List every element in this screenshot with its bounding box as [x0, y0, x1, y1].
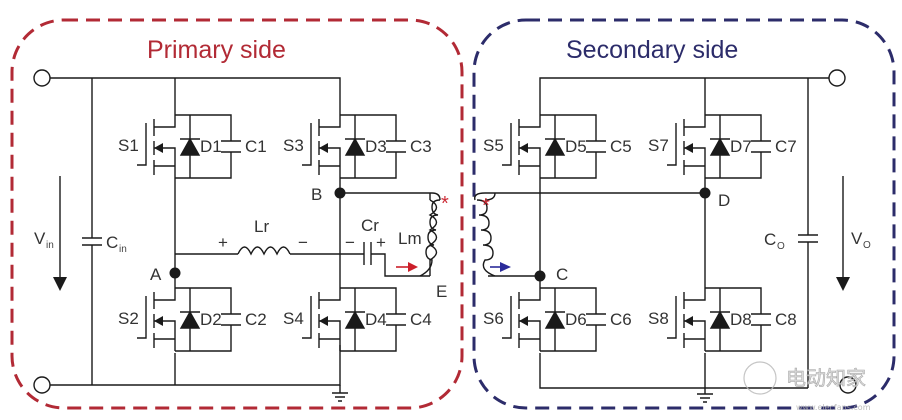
diode-icon — [179, 310, 201, 329]
switch-cell: S7 D7 C7 — [648, 114, 797, 179]
secondary-top-rail — [539, 77, 829, 115]
switch-cell: S4 D4 C4 — [283, 287, 432, 352]
input-voltage-subscript: in — [46, 240, 54, 251]
secondary-ground-icon — [697, 388, 713, 403]
mosfet-icon — [502, 288, 541, 351]
snubber-capacitor-label: C4 — [410, 310, 432, 329]
secondary-dot-marker: * — [482, 195, 490, 217]
snubber-capacitor-label: C8 — [775, 310, 797, 329]
watermark-url: www.elecfans.com — [796, 403, 871, 412]
watermark: 电动知家 www.elecfans.com — [743, 361, 871, 412]
secondary-side-boundary — [472, 18, 896, 410]
input-capacitor-label: C — [106, 233, 118, 252]
output-capacitor-label: C — [764, 230, 776, 249]
watermark-text: 电动知家 — [786, 366, 866, 390]
input-capacitor — [82, 78, 102, 385]
node-a-label: A — [150, 265, 162, 284]
mosfet-icon — [502, 115, 541, 178]
resonant-inductor-minus: − — [298, 233, 308, 252]
resonant-capacitor-plus: + — [376, 233, 386, 252]
diode-label: D1 — [200, 137, 222, 156]
switch-cell: S8 D8 C8 — [648, 287, 797, 352]
input-capacitor-subscript: in — [119, 244, 127, 255]
node-d — [699, 187, 711, 199]
switch-cell: S5 D5 C5 — [483, 114, 632, 179]
diode-icon — [344, 310, 366, 329]
diode-label: D3 — [365, 137, 387, 156]
diode-label: D5 — [565, 137, 587, 156]
diode-icon — [709, 137, 731, 156]
diode-label: D7 — [730, 137, 752, 156]
resonant-capacitor — [363, 242, 372, 265]
input-voltage-label: V — [34, 229, 46, 248]
primary-current-arrow — [396, 262, 418, 272]
diode-icon — [344, 137, 366, 156]
resonant-capacitor-label: Cr — [361, 216, 379, 235]
magnetizing-inductor — [428, 199, 438, 261]
primary-dot-marker: * — [441, 193, 449, 215]
resonant-inductor-plus: + — [218, 233, 228, 252]
diode-label: D2 — [200, 310, 222, 329]
mosfet-icon — [667, 288, 706, 351]
output-capacitor-subscript: O — [777, 241, 785, 252]
output-terminal-negative — [839, 376, 857, 394]
mosfet-icon — [137, 115, 176, 178]
snubber-capacitor-label: C7 — [775, 137, 797, 156]
secondary-bottom-rail — [539, 353, 808, 389]
switch-label: S4 — [283, 309, 304, 328]
mosfet-icon — [302, 288, 341, 351]
switch-label: S7 — [648, 136, 669, 155]
snubber-capacitor-label: C5 — [610, 137, 632, 156]
secondary-current-arrow — [490, 262, 511, 272]
input-terminal-positive — [33, 69, 51, 87]
diode-icon — [709, 310, 731, 329]
diode-icon — [179, 137, 201, 156]
primary-ground-icon — [332, 385, 348, 402]
switch-label: S3 — [283, 136, 304, 155]
switch-cell: S1 D1 C1 — [118, 114, 267, 179]
node-e-label: E — [436, 282, 447, 301]
resonant-inductor — [237, 246, 291, 256]
switch-cell: S3 D3 C3 — [283, 114, 432, 179]
transformer-secondary-winding — [474, 192, 496, 277]
node-a — [169, 267, 181, 279]
diode-icon — [544, 137, 566, 156]
input-terminal-negative — [33, 376, 51, 394]
snubber-capacitor-label: C2 — [245, 310, 267, 329]
output-capacitor — [798, 78, 818, 388]
switch-label: S2 — [118, 309, 139, 328]
resonant-inductor-label: Lr — [254, 217, 269, 236]
node-b-label: B — [311, 185, 322, 204]
node-c — [534, 270, 546, 282]
mosfet-icon — [137, 288, 176, 351]
switch-label: S6 — [483, 309, 504, 328]
primary-top-rail — [50, 77, 341, 115]
magnetizing-inductor-label: Lm — [398, 229, 422, 248]
snubber-capacitor-label: C6 — [610, 310, 632, 329]
transformer-primary-winding — [419, 199, 441, 277]
output-voltage-subscript: O — [863, 240, 871, 251]
node-c-label: C — [556, 265, 568, 284]
switch-label: S5 — [483, 136, 504, 155]
switch-label: S8 — [648, 309, 669, 328]
snubber-capacitor-label: C1 — [245, 137, 267, 156]
resonant-capacitor-minus: − — [345, 233, 355, 252]
switch-label: S1 — [118, 136, 139, 155]
switch-cell: S6 D6 C6 — [483, 287, 632, 352]
output-terminal-positive — [828, 69, 846, 87]
switch-cell: S2 D2 C2 — [118, 287, 267, 352]
diode-label: D6 — [565, 310, 587, 329]
diode-label: D8 — [730, 310, 752, 329]
output-voltage-label: V — [851, 229, 863, 248]
mosfet-icon — [302, 115, 341, 178]
mosfet-icon — [667, 115, 706, 178]
primary-side-title: Primary side — [147, 36, 286, 64]
diode-icon — [544, 310, 566, 329]
secondary-side-title: Secondary side — [566, 36, 738, 64]
node-d-label: D — [718, 191, 730, 210]
diode-label: D4 — [365, 310, 387, 329]
snubber-capacitor-label: C3 — [410, 137, 432, 156]
